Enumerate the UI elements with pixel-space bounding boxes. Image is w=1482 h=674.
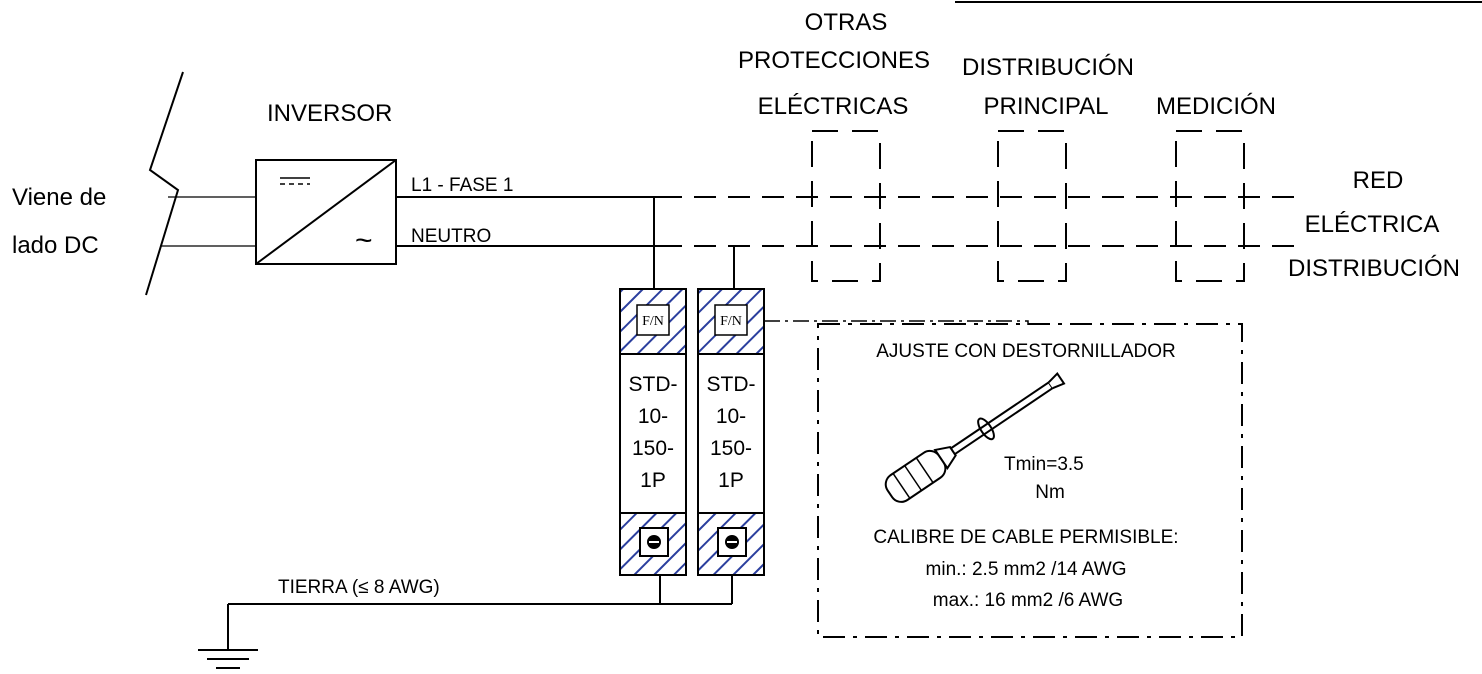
spd-model-line-4: 1P xyxy=(718,469,744,492)
source-label-line1: Viene de xyxy=(12,184,106,211)
callout-box xyxy=(817,323,1243,638)
spd-model-line-3: 150- xyxy=(632,437,674,460)
other-protections-label-3: ELÉCTRICAS xyxy=(758,93,909,120)
inverter-label: INVERSOR xyxy=(267,100,392,127)
spd-module-1: F/N STD- 10- 150- 1P xyxy=(619,288,687,576)
spd-indicator-label: F/N xyxy=(642,314,664,329)
metering-box xyxy=(1175,130,1245,282)
source-label-line2: lado DC xyxy=(12,232,99,259)
cable-gauge-min: min.: 2.5 mm2 /14 AWG xyxy=(926,559,1127,580)
spd-model-line-3: 150- xyxy=(710,437,752,460)
grid-label-1: RED xyxy=(1353,167,1404,194)
ground-connection: TIERRA (≤ 8 AWG) xyxy=(198,575,733,669)
spd-model-line-1: STD- xyxy=(707,373,756,396)
ac-lines: L1 - FASE 1 NEUTRO xyxy=(396,175,1300,289)
other-protections-label-1: OTRAS xyxy=(805,9,888,36)
main-distribution-label-2: PRINCIPAL xyxy=(984,93,1109,120)
callout-title: AJUSTE CON DESTORNILLADOR xyxy=(876,341,1175,362)
main-distribution-label-1: DISTRIBUCIÓN xyxy=(962,54,1134,81)
spd-model-line-2: 10- xyxy=(716,405,746,428)
grid-label-2: ELÉCTRICA xyxy=(1305,211,1440,238)
spd-model-line-1: STD- xyxy=(629,373,678,396)
inverter: INVERSOR ~ xyxy=(255,100,397,265)
spd-indicator-label: F/N xyxy=(720,314,742,329)
screwdriver-callout: AJUSTE CON DESTORNILLADOR Tmin=3.5 Nm CA… xyxy=(764,320,1243,638)
torque-unit: Nm xyxy=(1035,482,1065,503)
other-protections-label-2: PROTECCIONES xyxy=(738,47,930,74)
break-symbol xyxy=(145,71,184,296)
phase-label: L1 - FASE 1 xyxy=(411,175,513,196)
dc-source: Viene de lado DC xyxy=(12,71,255,296)
cable-gauge-title: CALIBRE DE CABLE PERMISIBLE: xyxy=(873,527,1178,548)
ac-symbol-icon: ~ xyxy=(355,224,373,257)
other-protections-box xyxy=(811,130,881,282)
spd-model-line-4: 1P xyxy=(640,469,666,492)
neutral-label: NEUTRO xyxy=(411,226,491,247)
spd-module-2: F/N STD- 10- 150- 1P xyxy=(697,288,765,576)
torque-value: Tmin=3.5 xyxy=(1004,454,1084,475)
spd-indicator-box xyxy=(714,304,748,336)
grid-label-3: DISTRIBUCIÓN xyxy=(1288,255,1460,282)
downstream-blocks: OTRAS PROTECCIONES ELÉCTRICAS DISTRIBUCI… xyxy=(738,9,1460,282)
cable-gauge-max: max.: 16 mm2 /6 AWG xyxy=(933,590,1123,611)
inverter-diagonal xyxy=(255,159,397,265)
spd-model-line-2: 10- xyxy=(638,405,668,428)
spd-indicator-box xyxy=(636,304,670,336)
metering-label: MEDICIÓN xyxy=(1156,93,1276,120)
ground-label: TIERRA (≤ 8 AWG) xyxy=(278,577,440,598)
screwdriver-icon xyxy=(884,371,1066,503)
main-distribution-box xyxy=(997,130,1067,282)
